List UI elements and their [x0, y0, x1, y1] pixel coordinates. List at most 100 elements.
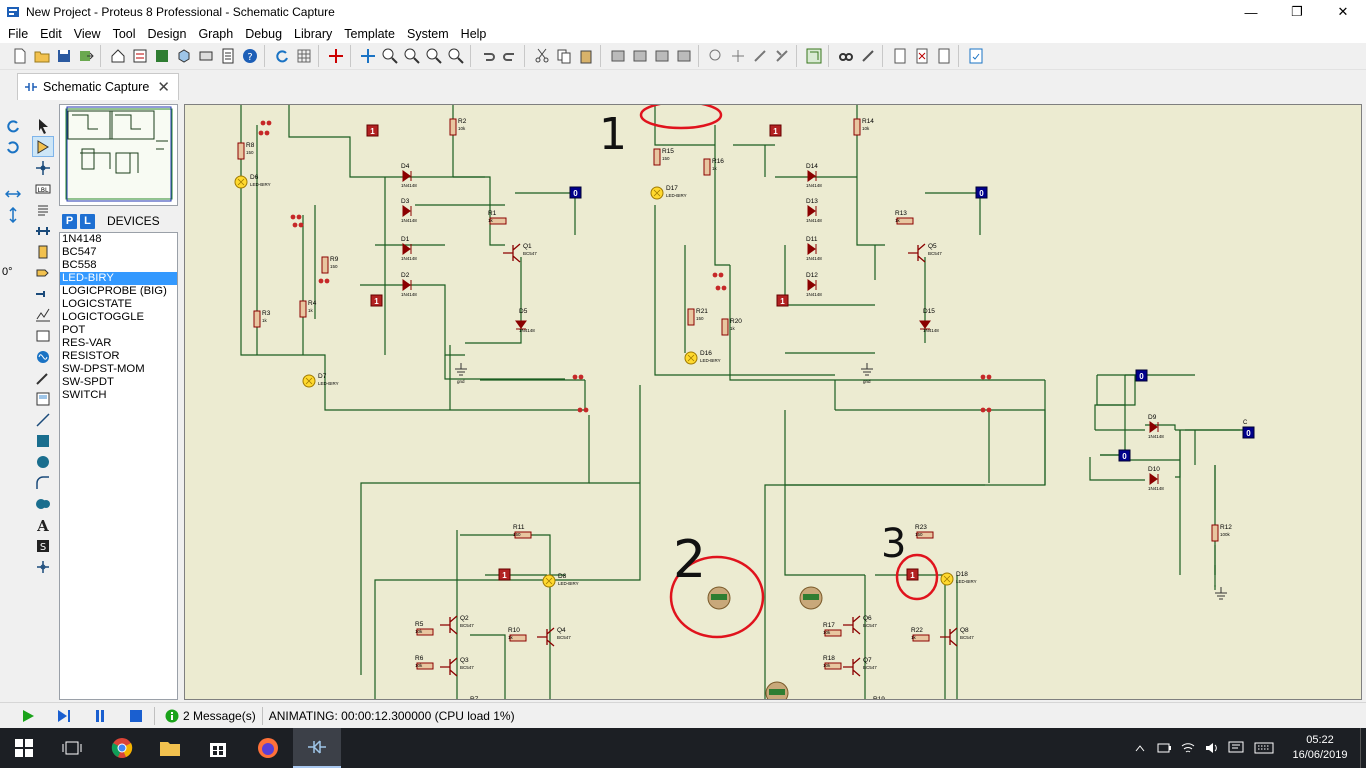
- subcircuit-icon[interactable]: [32, 241, 54, 262]
- zoom-in-icon[interactable]: [379, 45, 401, 67]
- import-icon[interactable]: [75, 45, 97, 67]
- action-center-icon[interactable]: [1224, 728, 1248, 768]
- keyboard-icon[interactable]: [1248, 728, 1280, 768]
- pcb-icon[interactable]: [151, 45, 173, 67]
- box-icon[interactable]: [32, 430, 54, 451]
- zoom-all-icon[interactable]: [423, 45, 445, 67]
- menu-graph[interactable]: Graph: [198, 26, 234, 41]
- remove-sheet-icon[interactable]: [911, 45, 933, 67]
- schematic-icon[interactable]: [129, 45, 151, 67]
- device-item-logicstate[interactable]: LOGICSTATE: [62, 298, 132, 310]
- path-icon[interactable]: [32, 493, 54, 514]
- device-item-1n4148[interactable]: 1N4148: [62, 233, 102, 245]
- rotation-value[interactable]: 0°: [2, 266, 13, 278]
- redo-icon[interactable]: [499, 45, 521, 67]
- wifi-icon[interactable]: [1176, 728, 1200, 768]
- show-hidden-icons-icon[interactable]: [1128, 728, 1152, 768]
- menu-debug[interactable]: Debug: [245, 26, 283, 41]
- new-sheet-icon[interactable]: [889, 45, 911, 67]
- close-tab-icon[interactable]: ✕: [157, 79, 170, 96]
- schematic-drawing[interactable]: R11kR210kR31kR41kR510kR610kR8150R9150R10…: [185, 105, 1362, 700]
- minimize-button[interactable]: —: [1244, 4, 1258, 20]
- mirror-x-icon[interactable]: [2, 183, 24, 204]
- graph-mode-icon[interactable]: [32, 304, 54, 325]
- pick-parts-icon[interactable]: [705, 45, 727, 67]
- undo-icon[interactable]: [477, 45, 499, 67]
- block-rotate-icon[interactable]: [651, 45, 673, 67]
- gerber-icon[interactable]: [195, 45, 217, 67]
- electrical-rules-check-icon[interactable]: [965, 45, 987, 67]
- maximize-button[interactable]: ❐: [1291, 4, 1303, 19]
- play-icon[interactable]: [16, 705, 40, 727]
- zoom-area-icon[interactable]: [445, 45, 467, 67]
- device-pins-icon[interactable]: [32, 283, 54, 304]
- grid-icon[interactable]: [293, 45, 315, 67]
- menu-library[interactable]: Library: [294, 26, 333, 41]
- chrome-icon[interactable]: [98, 728, 146, 768]
- text-script-icon[interactable]: [32, 199, 54, 220]
- block-copy-icon[interactable]: [607, 45, 629, 67]
- menu-edit[interactable]: Edit: [40, 26, 62, 41]
- device-item-logictoggle[interactable]: LOGICTOGGLE: [62, 311, 145, 323]
- firefox-icon[interactable]: [244, 728, 292, 768]
- make-device-icon[interactable]: [727, 45, 749, 67]
- menu-view[interactable]: View: [73, 26, 101, 41]
- symbol-icon[interactable]: S: [32, 535, 54, 556]
- stop-icon[interactable]: [124, 705, 148, 727]
- device-item-led-biry[interactable]: LED-BIRY: [60, 272, 177, 285]
- circle-icon[interactable]: [32, 451, 54, 472]
- save-icon[interactable]: [53, 45, 75, 67]
- menu-template[interactable]: Template: [344, 26, 395, 41]
- bom-icon[interactable]: [217, 45, 239, 67]
- device-item-bc547[interactable]: BC547: [62, 246, 97, 258]
- decompose-icon[interactable]: [771, 45, 793, 67]
- terminals-icon[interactable]: [32, 262, 54, 283]
- menu-system[interactable]: System: [406, 26, 449, 41]
- task-view-icon[interactable]: [48, 728, 96, 768]
- pick-devices-button[interactable]: P: [62, 213, 77, 229]
- start-icon[interactable]: [0, 728, 48, 768]
- marker-icon[interactable]: [32, 556, 54, 577]
- file-explorer-icon[interactable]: [146, 728, 194, 768]
- zoom-out-icon[interactable]: [401, 45, 423, 67]
- clock[interactable]: 05:22 16/06/2019: [1280, 733, 1360, 763]
- tab-schematic-capture[interactable]: Schematic Capture ✕: [17, 73, 179, 100]
- power-icon[interactable]: [1152, 728, 1176, 768]
- line-icon[interactable]: [32, 409, 54, 430]
- show-desktop-button[interactable]: [1360, 728, 1366, 768]
- 3d-view-icon[interactable]: [173, 45, 195, 67]
- text-icon[interactable]: A: [32, 514, 54, 535]
- arc-icon[interactable]: [32, 472, 54, 493]
- block-move-icon[interactable]: [629, 45, 651, 67]
- store-icon[interactable]: [194, 728, 242, 768]
- device-item-bc558[interactable]: BC558: [62, 259, 97, 271]
- exit-to-parent-icon[interactable]: [933, 45, 955, 67]
- overview-window[interactable]: [59, 104, 178, 206]
- rotate-anticlockwise-icon[interactable]: [2, 136, 24, 157]
- cut-icon[interactable]: [531, 45, 553, 67]
- package-tool-icon[interactable]: [749, 45, 771, 67]
- menu-tool[interactable]: Tool: [112, 26, 136, 41]
- step-icon[interactable]: [52, 705, 76, 727]
- junction-dot-icon[interactable]: [32, 157, 54, 178]
- menu-file[interactable]: File: [8, 26, 29, 41]
- device-item-pot[interactable]: POT: [62, 324, 86, 336]
- device-item-sw-dpst-mom[interactable]: SW-DPST-MOM: [62, 363, 145, 375]
- voltage-probe-icon[interactable]: [32, 367, 54, 388]
- new-file-icon[interactable]: [9, 45, 31, 67]
- home-icon[interactable]: [107, 45, 129, 67]
- property-tool-icon[interactable]: [857, 45, 879, 67]
- rotate-clockwise-icon[interactable]: [2, 115, 24, 136]
- device-item-resistor[interactable]: RESISTOR: [62, 350, 120, 362]
- buses-icon[interactable]: [32, 220, 54, 241]
- copy-icon[interactable]: [553, 45, 575, 67]
- help-icon[interactable]: ?: [239, 45, 261, 67]
- volume-icon[interactable]: [1200, 728, 1224, 768]
- wire-autorouter-icon[interactable]: [803, 45, 825, 67]
- messages-count[interactable]: 2 Message(s): [183, 708, 256, 723]
- menu-design[interactable]: Design: [147, 26, 187, 41]
- info-icon[interactable]: [165, 709, 179, 723]
- generator-icon[interactable]: [32, 346, 54, 367]
- proteus-taskbar-icon[interactable]: [293, 728, 341, 768]
